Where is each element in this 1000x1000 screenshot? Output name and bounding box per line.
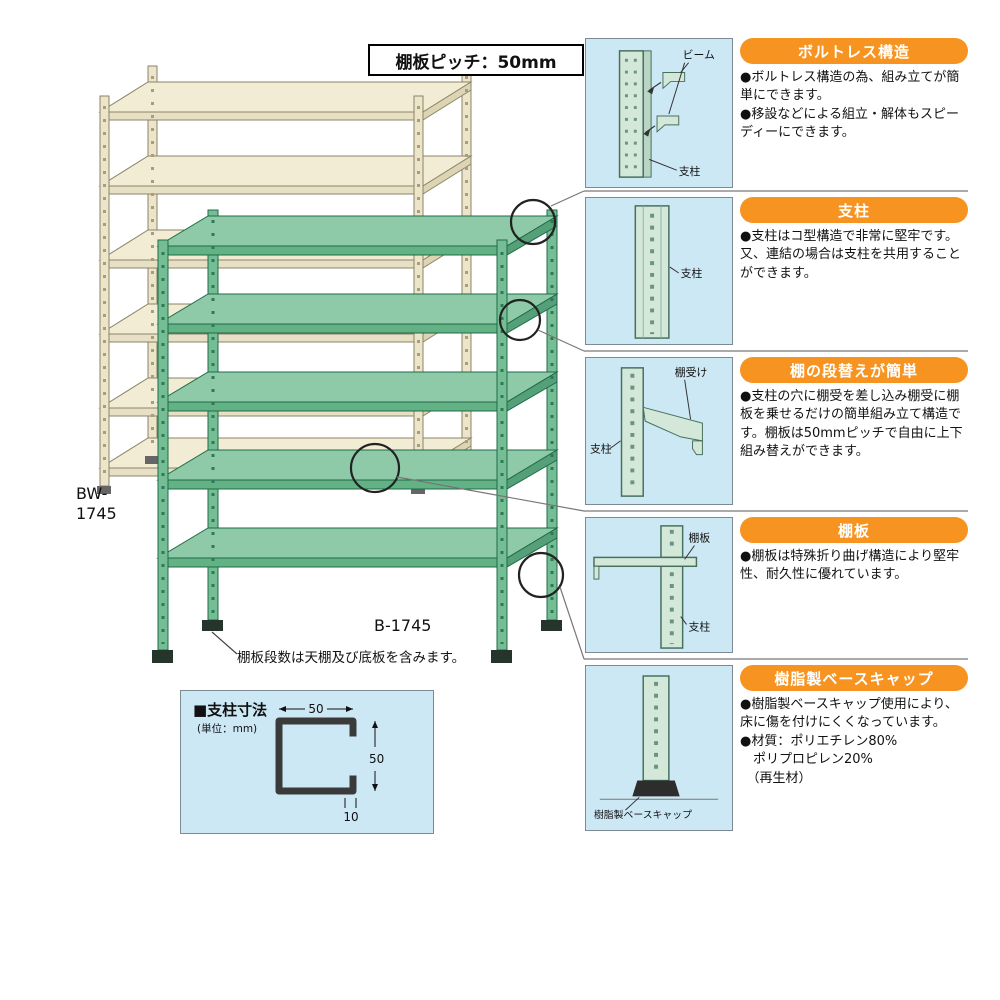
bullet-text: ●支柱の穴に棚受を差し込み棚受に棚板を乗せるだけの簡単組み立て構造です。棚板は5…	[740, 389, 963, 460]
dim-height-value: 50	[369, 752, 384, 766]
bullet-text: ●材質：ポリエチレン80% ポリプロピレン20% （再生材）	[740, 733, 898, 786]
shelf-label: 棚板	[689, 531, 711, 545]
feature-panel-shelf-board: 棚板 支柱 棚板 ●棚板は特殊折り曲げ構造により堅牢性、耐久性に優れています。	[585, 517, 968, 653]
post-dimension-box: ■支柱寸法 (単位：mm) 50 50 10	[180, 690, 434, 834]
shelf-unit-front-green	[152, 209, 562, 663]
leader-lines	[396, 190, 968, 660]
callout-circles	[349, 198, 565, 599]
beam-label: ビーム	[683, 49, 715, 62]
dimension-box-unit: (単位：mm)	[197, 723, 258, 735]
panel-title-post: 支柱	[740, 197, 968, 223]
dimension-box-title: ■支柱寸法	[193, 701, 268, 719]
panel-title-shelf-board: 棚板	[740, 517, 968, 543]
shelf-count-note: 棚板段数は天棚及び底板を含みます。	[237, 650, 466, 666]
feature-panel-boltless: ビーム 支柱 ボルトレス構造 ●ボルトレス構造の為、組み立てが簡単にできます。 …	[585, 38, 968, 188]
dim-lip-value: 10	[343, 810, 358, 824]
post-label: 支柱	[590, 442, 612, 456]
shelf-bracket-diagram: 棚受け 支柱	[585, 357, 733, 505]
feature-panel-repositioning: 棚受け 支柱 棚の段替えが簡単 ●支柱の穴に棚受を差し込み棚受に棚板を乗せるだけ…	[585, 357, 968, 505]
post-label: 支柱	[679, 164, 701, 178]
model-number-front-unit: B-1745	[374, 616, 432, 635]
feature-panel-base-cap: 樹脂製ベースキャップ 樹脂製ベースキャップ ●樹脂製ベースキャップ使用により、床…	[585, 665, 968, 831]
base-cap-label: 樹脂製ベースキャップ	[594, 808, 692, 821]
post-label: 支柱	[681, 266, 703, 280]
bullet-text: ●棚板は特殊折り曲げ構造により堅牢性、耐久性に優れています。	[740, 549, 960, 583]
bullet-text: ●ボルトレス構造の為、組み立てが簡単にできます。	[740, 70, 960, 104]
shelf-board-diagram: 棚板 支柱	[585, 517, 733, 653]
post-cross-section-drawing: 50 50 10	[275, 702, 384, 824]
panel-title-boltless: ボルトレス構造	[740, 38, 968, 64]
base-caps	[152, 620, 562, 663]
bullet-text: ●支柱はコ型構造で非常に堅牢です。又、連結の場合は支柱を共用することができます。	[740, 229, 962, 281]
panel-title-repositioning: 棚の段替えが簡単	[740, 357, 968, 383]
bullet-text: ●移設などによる組立・解体もスピーディーにできます。	[740, 106, 959, 141]
post-diagram: 支柱	[585, 197, 733, 345]
bracket-label: 棚受け	[675, 365, 708, 379]
feature-panel-post: 支柱 支柱 ●支柱はコ型構造で非常に堅牢です。又、連結の場合は支柱を共用すること…	[585, 197, 968, 345]
base-cap-diagram: 樹脂製ベースキャップ	[585, 665, 733, 831]
boltless-diagram: ビーム 支柱	[585, 38, 733, 188]
post-label: 支柱	[689, 619, 711, 633]
note-leader-line	[211, 631, 238, 655]
model-number-back-unit: BW- 1745	[76, 484, 117, 523]
dim-width-value: 50	[308, 702, 323, 716]
shelf-pitch-label: 棚板ピッチ：50mm	[368, 44, 584, 76]
bullet-text: ●樹脂製ベースキャップ使用により、床に傷を付けにくくなっています。	[740, 697, 958, 731]
panel-title-base-cap: 樹脂製ベースキャップ	[740, 665, 968, 691]
shelf-unit-back-ivory	[97, 65, 473, 494]
